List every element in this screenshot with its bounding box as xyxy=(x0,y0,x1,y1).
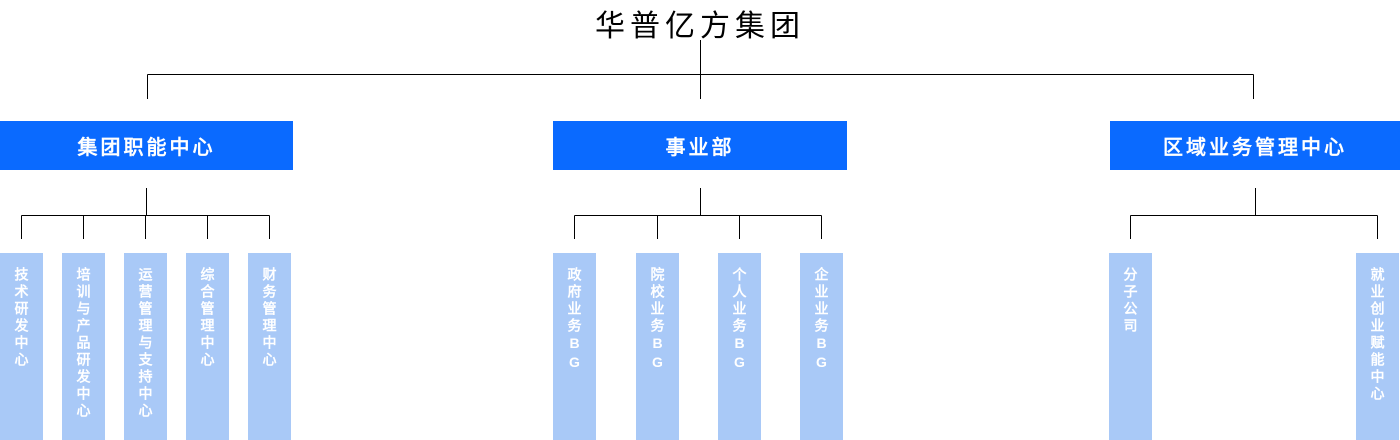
dept-bar-label: 综合管理中心 xyxy=(199,267,216,369)
group-header-regional-center: 区域业务管理中心 xyxy=(1110,121,1400,170)
dept-bar-label: 财务管理中心 xyxy=(261,267,278,369)
dept-bar-operations-support: 运营管理与支持中心 xyxy=(124,253,167,440)
dept-bar-enterprise-bg: 企业业务BG xyxy=(800,253,843,440)
dept-bar-label: 就业创业赋能中心 xyxy=(1369,267,1386,403)
dept-bar-college-bg: 院校业务BG xyxy=(636,253,679,440)
dept-bar-training-product-rd: 培训与产品研发中心 xyxy=(62,253,105,440)
chart-title: 华普亿方集团 xyxy=(595,10,805,43)
dept-bar-label: 个人业务BG xyxy=(731,267,748,373)
dept-bar-subsidiaries: 分子公司 xyxy=(1109,253,1152,440)
business-division-connector xyxy=(574,188,822,239)
dept-bar-finance-management: 财务管理中心 xyxy=(248,253,291,440)
dept-bar-label: 分子公司 xyxy=(1122,267,1139,335)
root-connector xyxy=(147,40,1254,99)
dept-bar-label: 培训与产品研发中心 xyxy=(75,267,92,420)
dept-bar-label: 院校业务BG xyxy=(649,267,666,373)
dept-bar-general-management: 综合管理中心 xyxy=(186,253,229,440)
dept-bar-label: 企业业务BG xyxy=(813,267,830,373)
dept-bar-label: 政府业务BG xyxy=(566,267,583,373)
functional-center-connector xyxy=(21,188,270,239)
dept-bar-label: 技术研发中心 xyxy=(13,267,30,369)
group-header-functional-center: 集团职能中心 xyxy=(0,121,293,170)
dept-bar-employment-empowerment: 就业创业赋能中心 xyxy=(1356,253,1399,440)
dept-bar-government-bg: 政府业务BG xyxy=(553,253,596,440)
regional-center-connector xyxy=(1130,188,1378,239)
dept-bar-personal-bg: 个人业务BG xyxy=(718,253,761,440)
dept-bar-label: 运营管理与支持中心 xyxy=(137,267,154,420)
dept-bar-tech-rd: 技术研发中心 xyxy=(0,253,43,440)
group-header-business-division: 事业部 xyxy=(553,121,847,170)
